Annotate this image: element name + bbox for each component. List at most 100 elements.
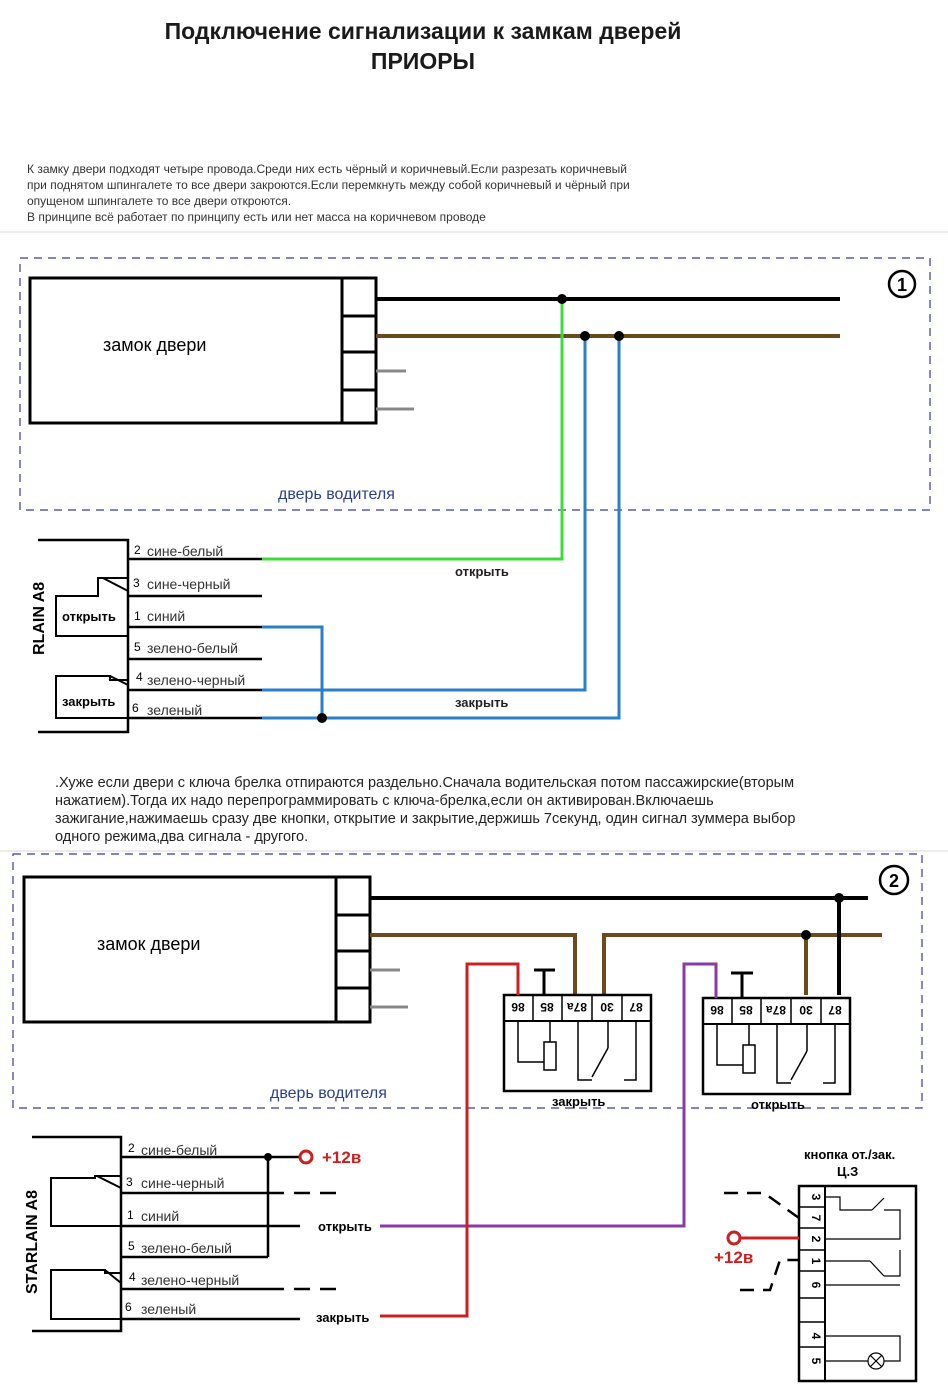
pin-num: 6: [132, 701, 139, 715]
plus12-terminal-b: [726, 1230, 742, 1246]
middle-note: .Хуже если двери с ключа брелка отпирают…: [55, 774, 885, 846]
junction-dot: [801, 930, 811, 940]
relay-pin: 86: [511, 1000, 525, 1014]
wire-label-open-1: открыть: [455, 564, 509, 579]
door-label-1: дверь водителя: [278, 486, 395, 503]
relay-pin: 85: [739, 1003, 753, 1017]
blue-wire-close-b: [322, 336, 621, 720]
intro-note: К замку двери подходят четыре провода.Ср…: [27, 161, 727, 225]
internal-relay-close-1: закрыть: [55, 675, 129, 719]
middle-line-4: одного режима,два сигнала - другого.: [55, 829, 309, 845]
pin-name: зелено-черный: [147, 672, 245, 688]
relay-open: 86 85 87a 30 87 открыть: [701, 971, 852, 1112]
pin-name: зелено-белый: [147, 640, 238, 656]
plus12-label-b: +12в: [714, 1248, 753, 1267]
pin-num: 1: [134, 609, 141, 623]
scheme-1: 1 замок двери дверь водителя RLAIN A8 2 …: [0, 231, 948, 734]
module-label-1: RLAIN A8: [31, 582, 48, 655]
pin-name: сине-черный: [147, 576, 230, 592]
middle-line-3: зажигание,нажимаешь сразу две кнопки, от…: [55, 811, 796, 827]
module-label-2: STARLAIN A8: [24, 1190, 41, 1294]
button-pin: 5: [809, 1358, 823, 1365]
relay-label-open-1: открыть: [62, 609, 116, 624]
junction-dot: [834, 893, 844, 903]
button-label-1: кнопка от./зак.: [804, 1147, 895, 1162]
scheme-1-badge-number: 1: [897, 275, 907, 295]
brown-wire-2b: [602, 933, 882, 995]
internal-relay-open-1: открыть: [55, 577, 129, 637]
relay-pin: 87a: [766, 1003, 786, 1017]
pin-num: 3: [126, 1175, 133, 1189]
pin-name: зеленый: [141, 1301, 196, 1317]
button-pin: 7: [809, 1215, 823, 1222]
scheme-2: 2 замок двери дверь водителя 86 85 87: [0, 850, 948, 1383]
pin-name: сине-черный: [141, 1175, 224, 1191]
pin-num: 4: [136, 670, 143, 684]
brown-wire-2a: [370, 933, 577, 995]
junction-dot: [317, 713, 327, 723]
red-wire-close: [380, 962, 520, 1318]
lock-label-2: замок двери: [97, 934, 200, 954]
wire-label-close-2: закрыть: [316, 1310, 369, 1325]
purple-wire-open: [380, 962, 718, 1228]
junction-dot: [580, 331, 590, 341]
pin-num: 2: [134, 543, 141, 557]
relay-pin: 87: [629, 1000, 643, 1014]
relay-pin: 87: [828, 1003, 842, 1017]
door-lock-2: [22, 875, 338, 1024]
button-pin: 1: [809, 1258, 823, 1265]
relay-close: 86 85 87a 30 87 закрыть: [502, 968, 653, 1109]
middle-line-1: .Хуже если двери с ключа брелка отпирают…: [55, 775, 795, 791]
pin-name: сине-белый: [141, 1142, 217, 1158]
door-lock-1: [28, 276, 344, 425]
pin-num: 3: [133, 576, 140, 590]
relay-pin: 85: [540, 1000, 554, 1014]
wire-label-close-1: закрыть: [455, 695, 508, 710]
green-wire-open: [262, 299, 564, 561]
plus12-terminal-a: [298, 1149, 314, 1165]
relay-close-label: закрыть: [552, 1094, 605, 1109]
scheme-2-badge: 2: [878, 864, 910, 896]
central-lock-button: кнопка от./зак. Ц.З 3 7 2 1 6 4 5: [797, 1147, 918, 1383]
page-title: Подключение сигнализации к замкам дверей: [164, 18, 682, 44]
scheme-1-badge: 1: [887, 269, 917, 299]
plus12-label-a: +12в: [322, 1148, 361, 1167]
button-pin: 4: [809, 1333, 823, 1340]
pin-num: 6: [125, 1300, 132, 1314]
pin-name: зелено-черный: [141, 1272, 239, 1288]
relay-pin: 30: [600, 1000, 614, 1014]
pin-num: 5: [128, 1239, 135, 1253]
door-label-2: дверь водителя: [270, 1085, 387, 1102]
relay-pin: 30: [799, 1003, 813, 1017]
pin-num: 1: [127, 1208, 134, 1222]
middle-line-2: нажатием).Тогда их надо перепрограммиров…: [55, 793, 714, 809]
relay-label-close-1: закрыть: [62, 694, 115, 709]
pin-name: зеленый: [147, 702, 202, 718]
page-subtitle: ПРИОРЫ: [370, 48, 476, 74]
intro-line-3: опущеном шпингалете то все двери откроют…: [27, 194, 292, 208]
scheme-2-badge-number: 2: [889, 871, 899, 891]
junction-dot: [557, 294, 567, 304]
button-pin: 6: [809, 1282, 823, 1289]
pin-name: сине-белый: [147, 543, 223, 559]
intro-line-4: В принципе всё работает по принципу есть…: [27, 210, 486, 224]
pin-name: зелено-белый: [141, 1240, 232, 1256]
pin-num: 4: [129, 1270, 136, 1284]
button-label-2: Ц.З: [837, 1164, 858, 1179]
button-pin: 2: [809, 1236, 823, 1243]
door-frame-1: [19, 257, 931, 511]
blue-wire-close-a: [262, 336, 587, 692]
pin-name: синий: [141, 1208, 179, 1224]
pin-name: синий: [147, 608, 185, 624]
intro-line-2: при поднятом шпингалете то все двери зак…: [27, 178, 630, 192]
junction-dot: [614, 331, 624, 341]
wire-label-open-2: открыть: [318, 1219, 372, 1234]
intro-line-1: К замку двери подходят четыре провода.Ср…: [27, 162, 627, 176]
relay-open-label: открыть: [751, 1097, 805, 1112]
relay-pin: 86: [710, 1003, 724, 1017]
pin-num: 5: [134, 640, 141, 654]
lock-label-1: замок двери: [103, 335, 206, 355]
relay-pin: 87a: [567, 1000, 587, 1014]
blue-jumper-wire: [262, 625, 324, 720]
